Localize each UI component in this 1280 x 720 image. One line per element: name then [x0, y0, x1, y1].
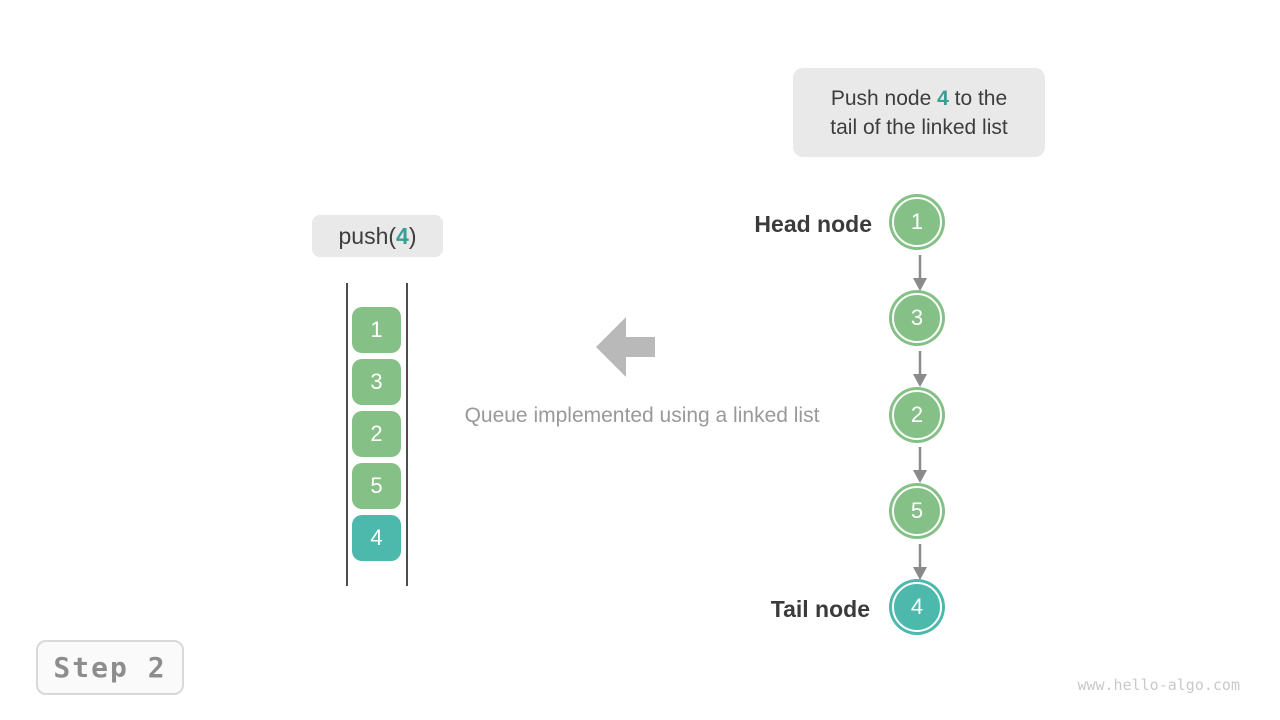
- callout-text: to the: [948, 86, 1008, 110]
- queue-rail-right: [406, 283, 408, 586]
- queue-item: 3: [352, 359, 401, 405]
- link-arrow-icon: [913, 351, 927, 387]
- watermark-text: www.hello-algo.com: [1077, 676, 1240, 694]
- queue-item-new: 4: [352, 515, 401, 561]
- linked-list-node: 5: [892, 486, 942, 536]
- step-badge: Step 2: [36, 640, 184, 695]
- link-arrow-icon: [913, 255, 927, 291]
- left-block-arrow-icon: [596, 317, 655, 377]
- callout-highlight-value: 4: [937, 86, 949, 110]
- queue-item: 1: [352, 307, 401, 353]
- queue-item: 5: [352, 463, 401, 509]
- callout-bubble: Push node 4 to the tail of the linked li…: [793, 68, 1045, 157]
- push-label-text: push(: [338, 222, 397, 249]
- queue-rail-left: [346, 283, 348, 586]
- callout-line2: tail of the linked list: [830, 115, 1008, 139]
- link-arrow-icon: [913, 544, 927, 580]
- linked-list-node: 1: [892, 197, 942, 247]
- push-operation-label: push(4): [312, 215, 443, 257]
- linked-list-node: 2: [892, 390, 942, 440]
- queue-items-column: 1 3 2 5 4: [352, 307, 401, 561]
- head-node-label: Head node: [754, 211, 872, 237]
- linked-list-node: 3: [892, 293, 942, 343]
- link-arrow-icon: [913, 447, 927, 483]
- linked-list-node-new: 4: [892, 582, 942, 632]
- push-label-arg: 4: [396, 222, 409, 249]
- push-label-text: ): [408, 222, 417, 249]
- queue-item: 2: [352, 411, 401, 457]
- tail-node-label: Tail node: [770, 596, 870, 622]
- callout-text: Push node: [830, 86, 938, 110]
- diagram-caption: Queue implemented using a linked list: [464, 404, 820, 427]
- callout-line1: Push node 4 to the: [831, 84, 1007, 113]
